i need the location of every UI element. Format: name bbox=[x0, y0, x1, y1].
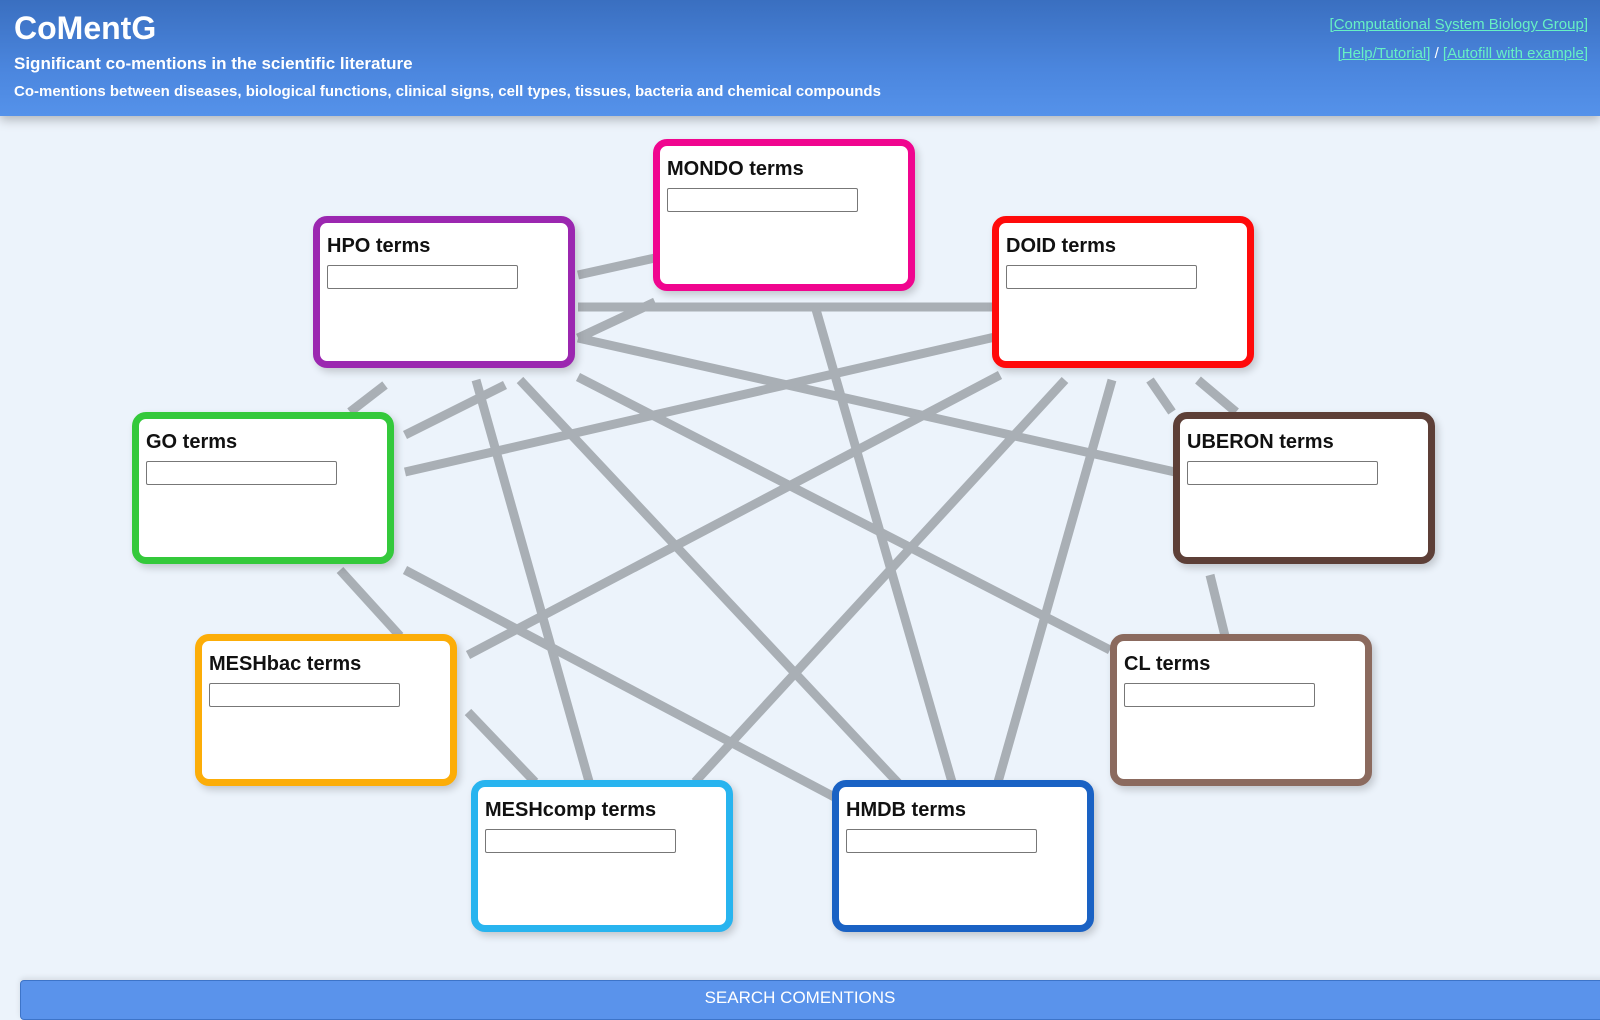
go-terms-input[interactable] bbox=[146, 461, 337, 485]
connection-line bbox=[576, 297, 657, 343]
search-comentions-button[interactable]: SEARCH COMENTIONS bbox=[20, 980, 1600, 1020]
connection-line bbox=[1146, 377, 1176, 415]
help-tutorial-link[interactable]: [Help/Tutorial] bbox=[1337, 45, 1431, 62]
app-subtitle: Significant co-mentions in the scientifi… bbox=[14, 54, 413, 73]
connection-line bbox=[691, 376, 1069, 786]
go-terms-label: GO terms bbox=[146, 431, 238, 453]
doid-terms-input[interactable] bbox=[1006, 265, 1197, 289]
mondo-terms-label: MONDO terms bbox=[667, 158, 804, 180]
meshbac-terms-box: MESHbac terms bbox=[195, 634, 457, 786]
connection-line bbox=[464, 708, 539, 786]
hmdb-terms-box: HMDB terms bbox=[832, 780, 1094, 932]
hmdb-terms-input[interactable] bbox=[846, 829, 1037, 853]
connection-line bbox=[403, 332, 997, 477]
uberon-terms-input[interactable] bbox=[1187, 461, 1378, 485]
cl-terms-box: CL terms bbox=[1110, 634, 1372, 786]
connection-line bbox=[336, 566, 404, 640]
app-description: Co-mentions between diseases, biological… bbox=[14, 83, 881, 100]
go-terms-box: GO terms bbox=[132, 412, 394, 564]
connection-line bbox=[810, 304, 957, 784]
link-separator: / bbox=[1434, 45, 1439, 62]
connection-line bbox=[577, 333, 1176, 477]
meshcomp-terms-input[interactable] bbox=[485, 829, 676, 853]
connection-line bbox=[516, 376, 904, 789]
autofill-example-link[interactable]: [Autofill with example] bbox=[1442, 45, 1588, 62]
uberon-terms-label: UBERON terms bbox=[1187, 431, 1334, 453]
connection-line bbox=[402, 566, 843, 804]
hpo-terms-input[interactable] bbox=[327, 265, 518, 289]
doid-terms-box: DOID terms bbox=[992, 216, 1254, 368]
meshbac-terms-label: MESHbac terms bbox=[209, 653, 362, 675]
doid-terms-label: DOID terms bbox=[1006, 235, 1117, 257]
hpo-terms-box: HPO terms bbox=[313, 216, 575, 368]
mondo-terms-input[interactable] bbox=[667, 188, 858, 212]
connection-line bbox=[1205, 573, 1230, 638]
edge-group bbox=[336, 253, 1239, 804]
connection-line bbox=[402, 380, 508, 440]
cl-terms-label: CL terms bbox=[1124, 653, 1211, 675]
connection-line bbox=[465, 371, 1003, 659]
group-link[interactable]: [Computational System Biology Group] bbox=[1329, 16, 1588, 33]
mondo-terms-box: MONDO terms bbox=[653, 139, 915, 291]
hpo-terms-label: HPO terms bbox=[327, 235, 431, 257]
connection-line bbox=[1195, 376, 1239, 416]
hmdb-terms-label: HMDB terms bbox=[846, 799, 967, 821]
connection-line bbox=[577, 253, 656, 280]
uberon-terms-box: UBERON terms bbox=[1173, 412, 1435, 564]
app-header: CoMentG Significant co-mentions in the s… bbox=[0, 0, 1600, 116]
header-links: [Computational System Biology Group] [He… bbox=[1330, 10, 1588, 68]
meshcomp-terms-label: MESHcomp terms bbox=[485, 799, 657, 821]
meshcomp-terms-box: MESHcomp terms bbox=[471, 780, 733, 932]
app-title: CoMentG bbox=[14, 10, 157, 46]
connection-line bbox=[993, 378, 1117, 784]
cl-terms-input[interactable] bbox=[1124, 683, 1315, 707]
meshbac-terms-input[interactable] bbox=[209, 683, 400, 707]
connection-line bbox=[575, 372, 1113, 655]
connection-line bbox=[347, 381, 388, 416]
